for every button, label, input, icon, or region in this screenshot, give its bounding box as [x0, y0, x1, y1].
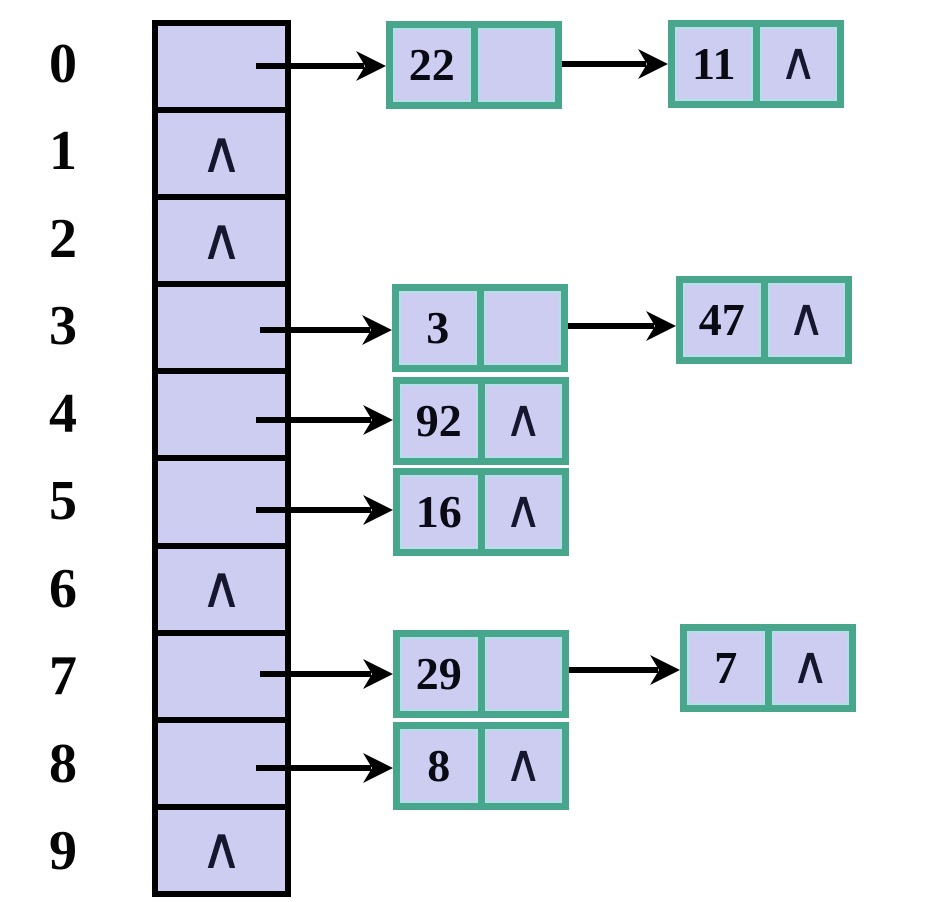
node-value: 47	[698, 294, 745, 345]
bucket-9: ∧	[158, 809, 285, 891]
list-node-16: 16 ∧	[393, 468, 569, 556]
node-value-cell: 8	[400, 729, 478, 803]
list-node-22: 22	[386, 21, 562, 109]
node-value: 3	[426, 302, 450, 353]
bucket-2: ∧	[158, 200, 285, 288]
bucket-index-label-3: 3	[49, 295, 77, 357]
node-value: 22	[408, 39, 455, 90]
list-node-92: 92 ∧	[393, 377, 569, 465]
null-pointer-icon: ∧	[200, 204, 243, 273]
list-node-8: 8 ∧	[393, 722, 569, 810]
node-pointer-cell: ∧	[484, 729, 562, 803]
node-value: 7	[714, 642, 738, 693]
pointer-arrow-bucket8	[256, 753, 393, 783]
node-value-cell: 47	[683, 283, 761, 357]
node-pointer-cell: ∧	[759, 27, 837, 101]
bucket-index-label-8: 8	[49, 733, 77, 795]
bucket-index-label-2: 2	[49, 208, 77, 270]
bucket-index-label-0: 0	[49, 33, 77, 95]
node-value: 11	[692, 38, 736, 89]
bucket-index-label-5: 5	[49, 470, 77, 532]
node-pointer-cell: ∧	[484, 475, 562, 549]
node-value-cell: 11	[675, 27, 753, 101]
null-pointer-icon: ∧	[504, 734, 543, 794]
node-pointer-cell	[484, 637, 562, 711]
node-value-cell: 92	[400, 384, 478, 458]
list-node-29: 29	[393, 630, 569, 718]
null-pointer-icon: ∧	[787, 288, 826, 348]
list-node-3: 3	[392, 284, 568, 372]
bucket-7	[158, 635, 285, 723]
null-pointer-icon: ∧	[779, 32, 818, 92]
bucket-6: ∧	[158, 548, 285, 636]
pointer-arrow-bucket4	[256, 405, 393, 435]
node-value: 29	[415, 648, 462, 699]
node-value: 8	[427, 740, 451, 791]
bucket-index-label-1: 1	[49, 120, 77, 182]
pointer-arrow-bucket0	[256, 51, 386, 81]
pointer-arrow-bucket5	[256, 495, 393, 525]
node-pointer-cell: ∧	[767, 283, 845, 357]
null-pointer-icon: ∧	[200, 117, 243, 186]
node-pointer-cell: ∧	[484, 384, 562, 458]
node-value-cell: 29	[400, 637, 478, 711]
list-node-7: 7 ∧	[680, 624, 856, 712]
null-pointer-icon: ∧	[504, 389, 543, 449]
pointer-arrow-bucket3	[260, 315, 392, 345]
null-pointer-icon: ∧	[200, 553, 243, 622]
list-node-47: 47 ∧	[676, 276, 852, 364]
bucket-index-label-4: 4	[49, 383, 77, 445]
node-value-cell: 16	[400, 475, 478, 549]
bucket-0	[158, 26, 285, 114]
bucket-index-label-9: 9	[49, 820, 77, 882]
node-pointer-cell: ∧	[771, 631, 849, 705]
node-value: 92	[415, 395, 462, 446]
node-value-cell: 3	[399, 291, 477, 365]
node-pointer-cell	[483, 291, 561, 365]
node-value: 16	[415, 486, 462, 537]
bucket-5	[158, 461, 285, 549]
bucket-1: ∧	[158, 113, 285, 201]
null-pointer-icon: ∧	[504, 480, 543, 540]
bucket-index-label-7: 7	[49, 645, 77, 707]
null-pointer-icon: ∧	[200, 814, 243, 883]
list-node-11: 11 ∧	[668, 20, 844, 108]
pointer-arrow-bucket7	[260, 659, 393, 689]
null-pointer-icon: ∧	[791, 636, 830, 696]
node-value-cell: 7	[687, 631, 765, 705]
node-pointer-cell	[477, 28, 555, 102]
bucket-index-label-6: 6	[49, 558, 77, 620]
node-value-cell: 22	[393, 28, 471, 102]
